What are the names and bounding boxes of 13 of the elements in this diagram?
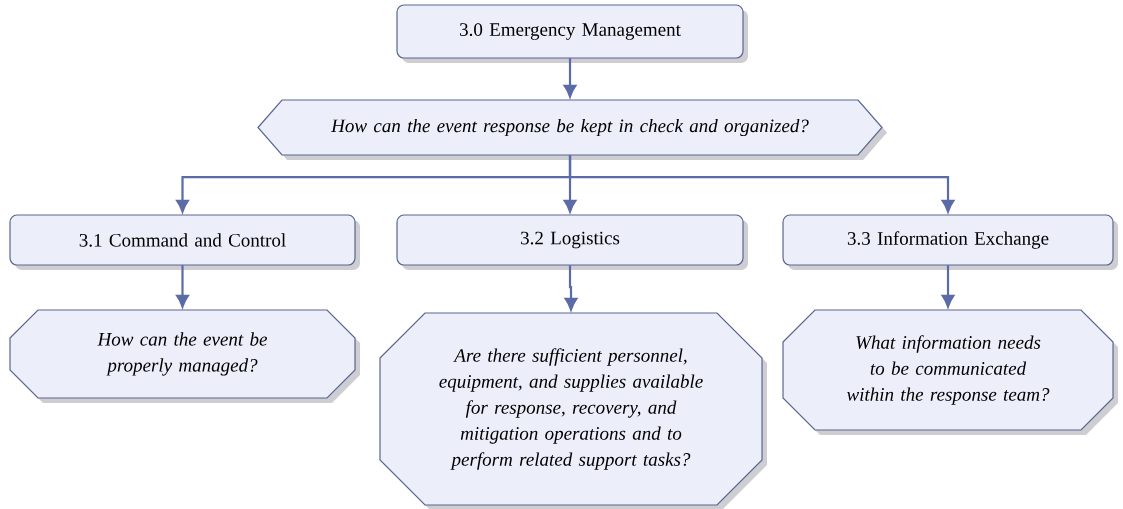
process-box: 3.1 Command and Control bbox=[9, 214, 360, 270]
arrow bbox=[568, 155, 955, 213]
arrow bbox=[176, 265, 189, 308]
process-box: 3.0 Emergency Management bbox=[396, 4, 748, 63]
process-box: 3.2 Logistics bbox=[396, 214, 748, 270]
question-octagon: What information needs to be communicated within the response team? bbox=[782, 309, 1118, 435]
question-octagon: How can the event be properly managed? bbox=[9, 309, 360, 403]
question-hexagon: How can the event response be kept in check and organized? bbox=[257, 99, 887, 160]
process-box: 3.3 Information Exchange bbox=[782, 214, 1118, 270]
arrow bbox=[563, 58, 577, 98]
arrow bbox=[564, 265, 578, 311]
arrow bbox=[941, 265, 955, 308]
question-octagon: Are there sufficient personnel, equipment, and supplies available for response, recovery, and mitigation operations and to perform related support tasks? bbox=[379, 312, 767, 509]
